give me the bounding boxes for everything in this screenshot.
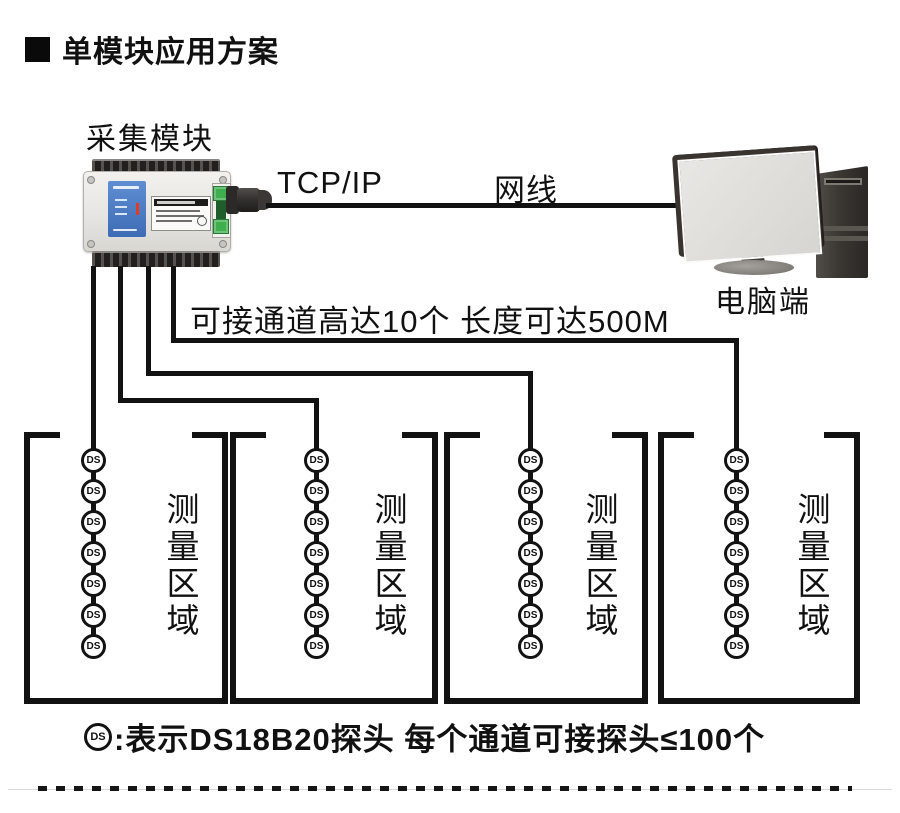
monitor — [671, 145, 828, 275]
page-title-text: 单模块应用方案 — [62, 36, 279, 69]
module-screw — [219, 240, 227, 248]
measurement-area-2 — [230, 432, 438, 704]
cable-label: 网线 — [494, 173, 558, 208]
ds18b20-probe: DS — [304, 510, 329, 535]
wire-channel-4 — [171, 266, 176, 343]
wire-channel-2 — [118, 266, 123, 403]
ds18b20-probe: DS — [724, 603, 749, 628]
ds18b20-probe: DS — [518, 479, 543, 504]
measurement-area-4 — [658, 432, 860, 704]
measurement-area-3 — [444, 432, 648, 704]
module-label: 采集模块 — [86, 123, 214, 156]
wire-channel-3 — [528, 371, 533, 648]
measurement-area-label: 测量区域 — [162, 492, 199, 640]
ds18b20-probe: DS — [304, 541, 329, 566]
ds18b20-probe: DS — [304, 603, 329, 628]
legend-text: :表示DS18B20探头 每个通道可接探头≤100个 — [114, 722, 766, 757]
ds18b20-probe: DS — [81, 510, 106, 535]
wire-channel-3 — [146, 266, 151, 376]
ds18b20-probe: DS — [518, 634, 543, 659]
ds18b20-probe: DS — [724, 634, 749, 659]
wire-channel-3 — [146, 371, 533, 376]
ds-probe-icon: DS — [84, 722, 112, 751]
monitor-screen — [677, 150, 823, 264]
ds18b20-probe: DS — [81, 479, 106, 504]
module-terminal-strip-bottom — [92, 251, 220, 267]
module-blue-label — [108, 181, 146, 237]
cable-gland-icon — [237, 188, 260, 212]
ds18b20-probe: DS — [518, 448, 543, 473]
measurement-area-1 — [24, 432, 228, 704]
pc-tower — [816, 166, 868, 278]
channel-capacity-note: 可接通道高达10个 长度可达500M — [190, 304, 670, 339]
ds18b20-probe: DS — [518, 603, 543, 628]
module-spec-label — [151, 196, 211, 231]
measurement-area-label: 测量区域 — [793, 492, 830, 640]
ds18b20-probe: DS — [81, 634, 106, 659]
ds18b20-probe: DS — [518, 510, 543, 535]
title-bullet-icon — [25, 36, 50, 62]
wire-channel-2 — [118, 398, 319, 403]
ds18b20-probe: DS — [304, 634, 329, 659]
legend: DS :表示DS18B20探头 每个通道可接探头≤100个 — [84, 714, 765, 759]
page-title: 单模块应用方案 — [25, 27, 279, 71]
module-screw — [87, 176, 95, 184]
protocol-label: TCP/IP — [277, 165, 383, 200]
divider-dashed-line — [38, 786, 852, 791]
monitor-base — [714, 260, 794, 275]
ds18b20-probe: DS — [724, 448, 749, 473]
cable-gland-icon — [226, 186, 239, 214]
ds18b20-probe: DS — [724, 479, 749, 504]
ds18b20-probe: DS — [304, 479, 329, 504]
ds18b20-probe: DS — [81, 603, 106, 628]
wire-channel-4 — [171, 338, 739, 343]
ds18b20-probe: DS — [81, 448, 106, 473]
measurement-area-label: 测量区域 — [581, 492, 618, 640]
ds18b20-probe: DS — [81, 572, 106, 597]
measurement-area-label: 测量区域 — [370, 492, 407, 640]
ds18b20-probe: DS — [724, 541, 749, 566]
computer-label: 电脑端 — [715, 286, 811, 319]
green-terminal-connector — [213, 219, 229, 234]
ds18b20-probe: DS — [304, 572, 329, 597]
ds18b20-probe: DS — [518, 541, 543, 566]
ds18b20-probe: DS — [724, 510, 749, 535]
ds18b20-probe: DS — [724, 572, 749, 597]
ethernet-line — [266, 203, 686, 208]
module-screw — [87, 240, 95, 248]
ds18b20-probe: DS — [518, 572, 543, 597]
ds18b20-probe: DS — [81, 541, 106, 566]
ds18b20-probe: DS — [304, 448, 329, 473]
module-green-board — [216, 186, 226, 233]
